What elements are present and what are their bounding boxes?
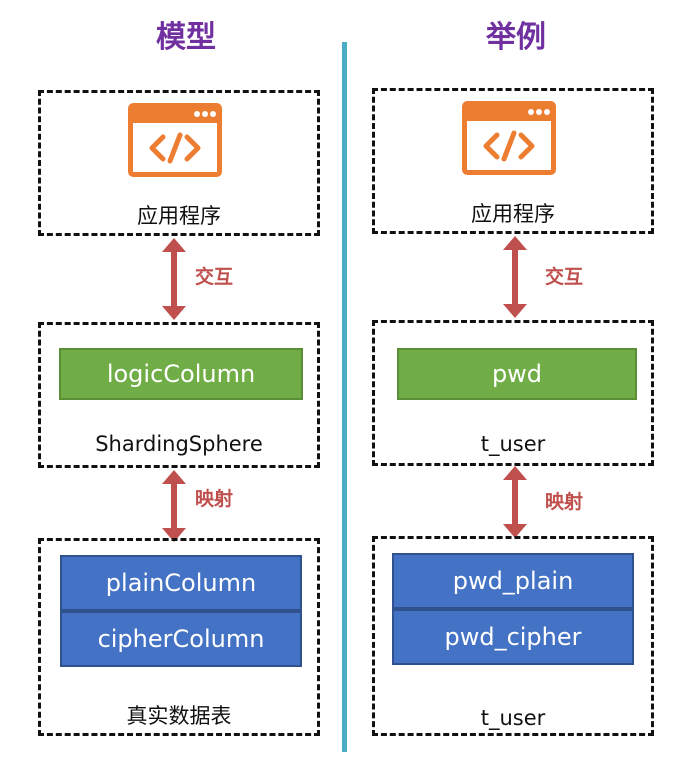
right-mapping-label: 映射 xyxy=(545,491,584,513)
plain-column: plainColumn xyxy=(60,555,302,611)
right-middle-label: t_user xyxy=(480,432,546,456)
code-window-icon xyxy=(462,101,556,175)
left-table-label: 真实数据表 xyxy=(126,704,232,728)
right-application-label: 应用程序 xyxy=(471,202,555,226)
left-interaction-label: 交互 xyxy=(195,266,234,288)
code-window-icon xyxy=(128,103,222,177)
right-interaction-arrow xyxy=(503,236,527,318)
right-table-label: t_user xyxy=(480,706,546,730)
right-interaction-label: 交互 xyxy=(545,266,584,288)
left-interaction-arrow xyxy=(162,238,186,320)
left-application-box: 应用程序 xyxy=(38,90,320,236)
logic-column: logicColumn xyxy=(59,348,303,400)
left-application-label: 应用程序 xyxy=(137,204,221,228)
pwd-plain-column: pwd_plain xyxy=(392,553,634,609)
pwd-logic-column: pwd xyxy=(397,348,637,400)
model-heading: 模型 xyxy=(156,20,216,55)
left-mapping-arrow xyxy=(162,470,186,542)
left-mapping-label: 映射 xyxy=(195,488,234,510)
right-table-box: pwd_plain pwd_cipher t_user xyxy=(372,536,654,736)
left-shardingsphere-box: logicColumn ShardingSphere xyxy=(38,322,320,468)
pwd-cipher-column: pwd_cipher xyxy=(392,609,634,665)
cipher-column: cipherColumn xyxy=(60,611,302,667)
example-heading: 举例 xyxy=(486,20,546,55)
right-application-box: 应用程序 xyxy=(372,88,654,234)
right-table-logic-box: pwd t_user xyxy=(372,320,654,466)
left-table-box: plainColumn cipherColumn 真实数据表 xyxy=(38,538,320,736)
left-middle-label: ShardingSphere xyxy=(95,432,263,456)
column-divider xyxy=(342,42,347,752)
right-mapping-arrow xyxy=(503,466,527,538)
